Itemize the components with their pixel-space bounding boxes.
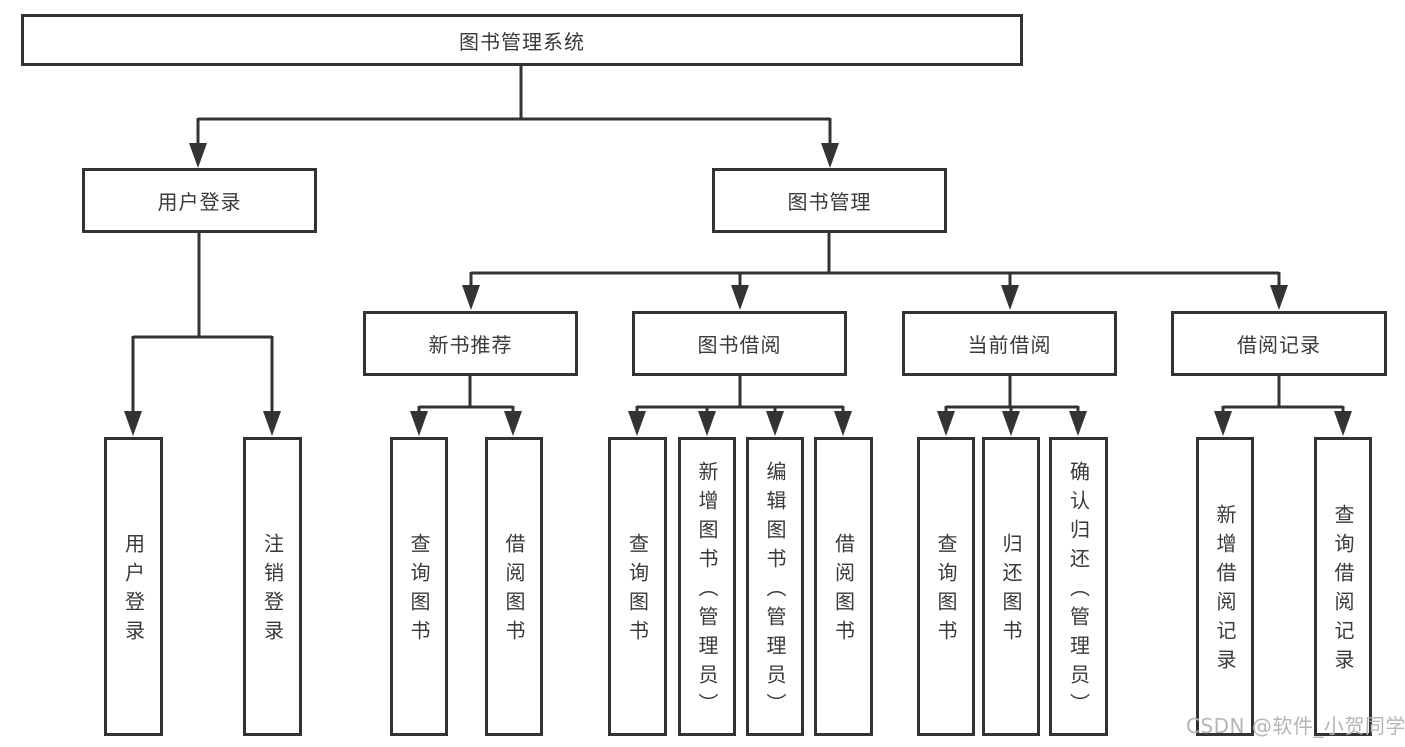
node-leaf-logout: 注销登录 — [243, 437, 302, 736]
node-new-book-recommend: 新书推荐 — [363, 311, 578, 376]
node-leaf-query-books-borrow: 查询图书 — [608, 437, 667, 736]
node-leaf-query-books-current: 查询图书 — [917, 437, 975, 736]
node-leaf-edit-books-admin: 编辑图书（管理员） — [746, 437, 804, 736]
leaf-label: 查询图书 — [934, 533, 958, 649]
node-leaf-query-books-recommend: 查询图书 — [390, 437, 448, 736]
leaf-label: 确认归还（管理员） — [1066, 460, 1091, 722]
leaf-label: 查询借阅记录 — [1331, 504, 1355, 678]
leaf-label: 编辑图书（管理员） — [763, 460, 787, 722]
node-leaf-query-borrow-record: 查询借阅记录 — [1314, 437, 1372, 736]
csdn-watermark: CSDN @软件_小贺同学 — [1186, 714, 1405, 738]
leaf-label: 用户登录 — [121, 533, 146, 649]
leaf-label: 注销登录 — [260, 533, 285, 649]
node-borrow-records: 借阅记录 — [1171, 311, 1387, 376]
node-leaf-return-books: 归还图书 — [982, 437, 1040, 736]
node-leaf-borrow-books-recommend: 借阅图书 — [485, 437, 543, 736]
leaf-label: 查询图书 — [625, 533, 650, 649]
leaf-label: 归还图书 — [999, 533, 1023, 649]
leaf-label: 新增图书（管理员） — [695, 460, 719, 722]
node-user-login: 用户登录 — [82, 168, 317, 233]
arrowheads — [124, 143, 1352, 436]
node-leaf-add-books-admin: 新增图书（管理员） — [678, 437, 736, 736]
node-leaf-add-borrow-record: 新增借阅记录 — [1196, 437, 1254, 736]
leaf-label: 查询图书 — [407, 533, 431, 649]
node-book-borrow: 图书借阅 — [632, 311, 847, 376]
node-leaf-borrow-books: 借阅图书 — [814, 437, 873, 736]
node-current-borrow: 当前借阅 — [902, 311, 1117, 376]
leaf-label: 借阅图书 — [502, 533, 526, 649]
leaf-label: 借阅图书 — [831, 533, 856, 649]
leaf-label: 新增借阅记录 — [1213, 504, 1237, 678]
node-leaf-confirm-return-admin: 确认归还（管理员） — [1049, 437, 1108, 736]
node-leaf-user-login: 用户登录 — [104, 437, 163, 736]
node-book-management: 图书管理 — [712, 168, 947, 233]
node-root-system: 图书管理系统 — [21, 14, 1023, 66]
